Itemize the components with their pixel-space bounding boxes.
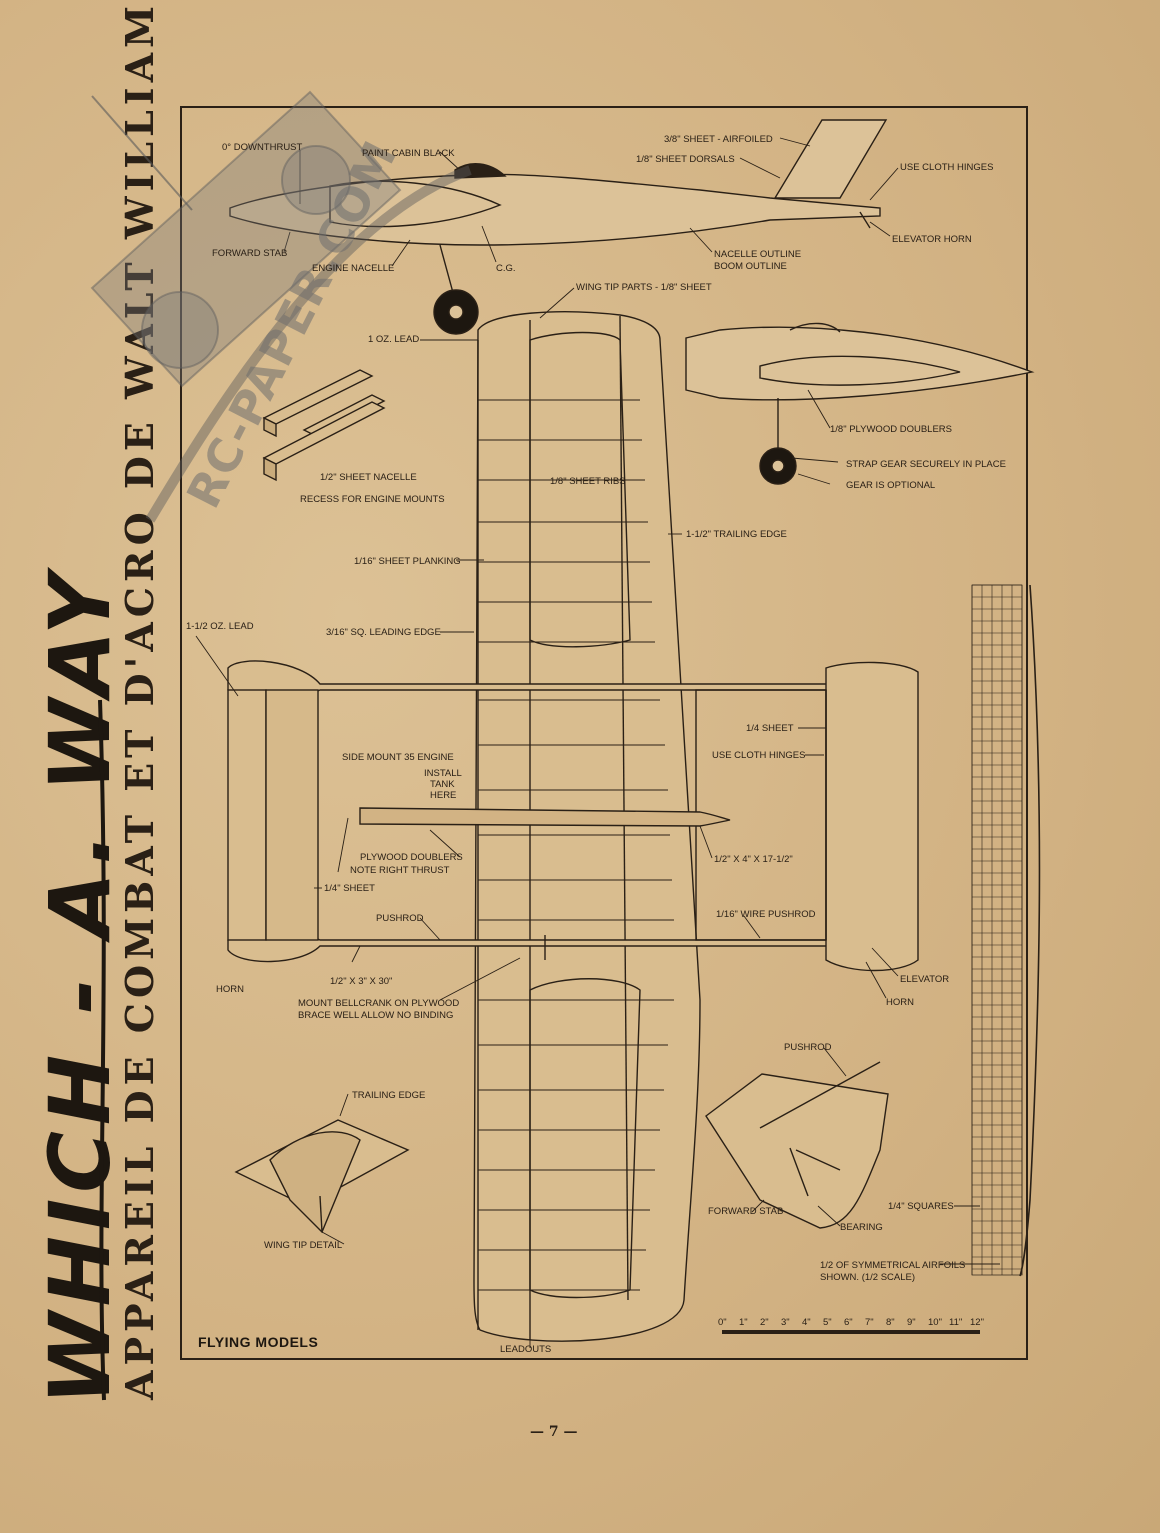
label-boom-size: 1/2" X 4" X 17-1/2" bbox=[714, 854, 793, 865]
wing-ribs bbox=[478, 399, 674, 1291]
label-trailing-edge-112: 1-1/2" TRAILING EDGE bbox=[686, 529, 787, 540]
elevator-detail bbox=[705, 1061, 889, 1229]
label-cg: C.G. bbox=[496, 263, 516, 274]
label-lead-112oz: 1-1/2 OZ. LEAD bbox=[186, 621, 254, 632]
label-quarter-sheet: 1/4 SHEET bbox=[746, 723, 794, 734]
label-half-sheet-nacelle: 1/2" SHEET NACELLE bbox=[320, 472, 417, 483]
airfoil-curve bbox=[1019, 584, 1041, 1277]
scale-tick-label: 0" bbox=[718, 1317, 727, 1328]
label-boom-size-2: 1/2" X 3" X 30" bbox=[330, 976, 393, 987]
label-horn-left: HORN bbox=[216, 984, 244, 995]
scale-tick-label: 4" bbox=[802, 1317, 811, 1328]
scale-tick-label: 1" bbox=[739, 1317, 748, 1328]
label-lead-1oz: 1 OZ. LEAD bbox=[368, 334, 420, 345]
label-sheet-dorsals: 1/8" SHEET DORSALS bbox=[636, 154, 735, 165]
page-number: — 7 — bbox=[530, 1424, 578, 1440]
label-gear-optional: GEAR IS OPTIONAL bbox=[846, 480, 936, 491]
engine-mount-sticks bbox=[262, 369, 386, 482]
scale-tick-label: 11" bbox=[949, 1317, 963, 1328]
label-bearing: BEARING bbox=[840, 1222, 883, 1233]
label-bellcrank-1: MOUNT BELLCRANK ON PLYWOOD bbox=[298, 998, 460, 1009]
label-plywood-doublers-plan: PLYWOOD DOUBLERS bbox=[360, 852, 463, 863]
nacelle-detail bbox=[685, 322, 1035, 485]
scale-tick-label: 12" bbox=[970, 1317, 984, 1328]
label-paint-cabin: PAINT CABIN BLACK bbox=[362, 148, 455, 159]
label-install-1: INSTALL bbox=[424, 768, 462, 779]
label-recess-engine: RECESS FOR ENGINE MOUNTS bbox=[300, 494, 445, 505]
label-elevator-horn-top: ELEVATOR HORN bbox=[892, 234, 972, 245]
label-sheet-ribs: 1/8" SHEET RIBS bbox=[550, 476, 626, 487]
label-wing-tip-detail: WING TIP DETAIL bbox=[264, 1240, 343, 1251]
label-install-3: HERE bbox=[430, 790, 457, 801]
scale-tick-label: 3" bbox=[781, 1317, 790, 1328]
scale-tick-label: 2" bbox=[760, 1317, 769, 1328]
label-strap-gear: STRAP GEAR SECURELY IN PLACE bbox=[846, 459, 1006, 470]
leader-lines bbox=[195, 137, 1000, 1348]
label-forward-stab-detail: FORWARD STAB bbox=[708, 1206, 784, 1217]
label-quarter-squares: 1/4" SQUARES bbox=[888, 1201, 954, 1212]
label-leading-edge: 3/16" SQ. LEADING EDGE bbox=[326, 627, 441, 638]
label-wire-pushrod: 1/16" WIRE PUSHROD bbox=[716, 909, 816, 920]
label-bellcrank-2: BRACE WELL ALLOW NO BINDING bbox=[298, 1010, 454, 1021]
scale-tick-label: 9" bbox=[907, 1317, 916, 1328]
label-sheet-planking: 1/16" SHEET PLANKING bbox=[354, 556, 461, 567]
label-wing-tip-parts: WING TIP PARTS - 1/8" SHEET bbox=[576, 282, 712, 293]
label-pushrod-plan: PUSHROD bbox=[376, 913, 424, 924]
side-view bbox=[229, 119, 888, 335]
plan-frame bbox=[180, 106, 1028, 1360]
label-right-thrust: NOTE RIGHT THRUST bbox=[350, 865, 450, 876]
scale-tick-label: 7" bbox=[865, 1317, 874, 1328]
scale-tick-label: 5" bbox=[823, 1317, 832, 1328]
wing-tip-detail bbox=[234, 1119, 410, 1234]
label-trailing-edge-detail: TRAILING EDGE bbox=[352, 1090, 426, 1101]
label-side-mount: SIDE MOUNT 35 ENGINE bbox=[342, 752, 454, 763]
label-pushrod-detail: PUSHROD bbox=[784, 1042, 832, 1053]
label-half-airfoils-2: SHOWN. (1/2 SCALE) bbox=[820, 1272, 916, 1283]
label-plywood-doublers-top: 1/8" PLYWOOD DOUBLERS bbox=[830, 424, 952, 435]
scale-tick-label: 8" bbox=[886, 1317, 895, 1328]
scale-tick-label: 6" bbox=[844, 1317, 853, 1328]
label-nacelle-outline: NACELLE OUTLINE bbox=[714, 249, 802, 260]
label-elevator: ELEVATOR bbox=[900, 974, 950, 985]
label-install-2: TANK bbox=[430, 779, 455, 790]
label-engine-nacelle: ENGINE NACELLE bbox=[312, 263, 395, 274]
label-boom-outline: BOOM OUTLINE bbox=[714, 261, 787, 272]
label-forward-stab-top: FORWARD STAB bbox=[212, 248, 288, 259]
booms-and-stabs bbox=[227, 660, 919, 972]
scale-tick-label: 10" bbox=[928, 1317, 942, 1328]
label-half-airfoils-1: 1/2 OF SYMMETRICAL AIRFOILS bbox=[820, 1260, 966, 1271]
label-horn-right: HORN bbox=[886, 997, 914, 1008]
label-leadouts: LEADOUTS bbox=[500, 1344, 552, 1355]
label-cloth-hinges-top: USE CLOTH HINGES bbox=[900, 162, 994, 173]
label-cloth-hinges-plan: USE CLOTH HINGES bbox=[712, 750, 806, 761]
label-quarter-sheet-2: 1/4" SHEET bbox=[324, 883, 375, 894]
label-downthrust: 0° DOWNTHRUST bbox=[222, 142, 303, 153]
label-sheet-airfoiled: 3/8" SHEET - AIRFOILED bbox=[664, 134, 773, 145]
magazine-name: FLYING MODELS bbox=[198, 1334, 319, 1350]
